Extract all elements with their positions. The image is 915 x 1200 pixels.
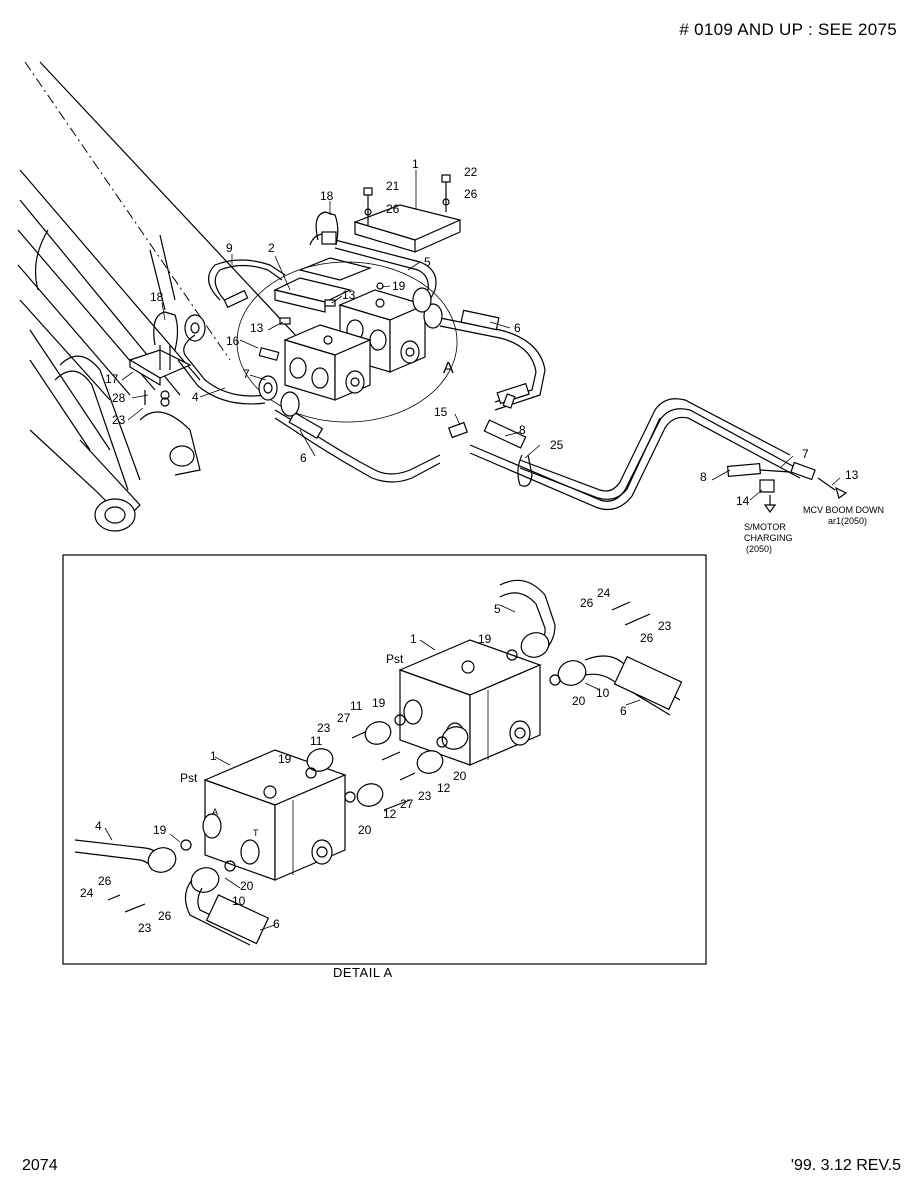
- detail-callout-4: 4: [95, 819, 102, 833]
- ref-mcv-line2: ar1(2050): [828, 516, 867, 526]
- callouts-top: 1 22 26 21 26 18 2 9 5 19 13 13 16 7 6 1…: [105, 157, 884, 554]
- hose-9: [208, 259, 286, 309]
- detail-callout-6: 6: [620, 704, 627, 718]
- detail-a-caption: DETAIL A: [333, 965, 393, 980]
- detail-callout-23b: 23: [317, 721, 331, 735]
- ref-smotor-line3: (2050): [746, 544, 772, 554]
- detail-callout-10: 10: [596, 686, 610, 700]
- detail-callout-5: 5: [494, 602, 501, 616]
- detail-marker-a: A: [443, 360, 454, 377]
- detail-callout-26c: 26: [98, 874, 112, 888]
- detail-callout-1b: 1: [210, 749, 217, 763]
- detail-callout-26b: 26: [640, 631, 654, 645]
- leader-lines-top: [121, 170, 841, 501]
- callout-28: 28: [112, 391, 126, 405]
- detail-callout-20d: 20: [240, 879, 254, 893]
- detail-callout-24b: 24: [80, 886, 94, 900]
- callout-5: 5: [424, 255, 431, 269]
- callout-2: 2: [268, 241, 275, 255]
- callout-13c: 13: [845, 468, 859, 482]
- callout-18b: 18: [150, 290, 164, 304]
- callout-25: 25: [550, 438, 564, 452]
- page-number: 2074: [22, 1157, 58, 1174]
- valve-block-upper-front: [283, 324, 372, 401]
- callout-17: 17: [105, 372, 119, 386]
- detail-callout-26: 26: [580, 596, 594, 610]
- detail-callout-pst-left: Pst: [180, 771, 198, 785]
- detail-a-frame: [62, 554, 707, 965]
- detail-a-drawing: [74, 579, 683, 946]
- detail-callout-24: 24: [597, 586, 611, 600]
- callout-8: 8: [519, 423, 526, 437]
- detail-callout-26d: 26: [158, 909, 172, 923]
- detail-callout-10b: 10: [232, 894, 246, 908]
- callout-22: 22: [464, 165, 478, 179]
- detail-callout-19c: 19: [278, 752, 292, 766]
- callout-7b: 7: [802, 447, 809, 461]
- callout-9: 9: [226, 241, 233, 255]
- detail-callout-23d: 23: [138, 921, 152, 935]
- revision-date: '99. 3.12 REV.5: [790, 1157, 901, 1174]
- callout-15: 15: [434, 405, 448, 419]
- serial-applicability-note: # 0109 AND UP : SEE 2075: [679, 20, 897, 39]
- callouts-detail: 5 1 Pst 19 26 24 23 26 10 20 6 19 27 11 …: [80, 586, 672, 935]
- detail-callout-20c: 20: [358, 823, 372, 837]
- callout-8b: 8: [700, 470, 707, 484]
- callout-13b: 13: [250, 321, 264, 335]
- detail-callout-11: 11: [350, 699, 363, 713]
- detail-callout-12: 12: [437, 781, 451, 795]
- hose-and-pipe-runs: [177, 233, 848, 514]
- detail-callout-27: 27: [337, 711, 351, 725]
- ref-smotor-line2: CHARGING: [744, 533, 793, 543]
- callout-13: 13: [342, 288, 356, 302]
- callout-18: 18: [320, 189, 334, 203]
- ref-smotor-line1: S/MOTOR: [744, 522, 786, 532]
- detail-callout-20: 20: [572, 694, 586, 708]
- upper-brackets: [273, 204, 462, 313]
- detail-callout-23c: 23: [418, 789, 432, 803]
- detail-callout-19d: 19: [153, 823, 167, 837]
- detail-callout-pst-right: Pst: [386, 652, 404, 666]
- leader-lines-detail: [104, 604, 641, 931]
- detail-callout-11b: 11: [310, 734, 323, 748]
- detail-callout-19: 19: [478, 632, 492, 646]
- detail-callout-6b: 6: [273, 917, 280, 931]
- callout-4: 4: [192, 390, 199, 404]
- callout-21: 21: [386, 179, 400, 193]
- callout-19: 19: [392, 279, 406, 293]
- flanges-and-clamps-top: [258, 174, 451, 417]
- left-bracket-assembly: [128, 311, 206, 407]
- callout-6b: 6: [300, 451, 307, 465]
- callout-26: 26: [464, 187, 478, 201]
- detail-callout-19b: 19: [372, 696, 386, 710]
- callout-6: 6: [514, 321, 521, 335]
- callout-16: 16: [226, 334, 240, 348]
- ref-mcv-line1: MCV BOOM DOWN: [803, 505, 884, 515]
- detail-callout-23: 23: [658, 619, 672, 633]
- callout-3: 1: [412, 157, 419, 171]
- detail-callout-1: 1: [410, 632, 417, 646]
- detail-callout-12b: 12: [383, 807, 397, 821]
- detail-callout-20b: 20: [453, 769, 467, 783]
- callout-26b: 26: [386, 202, 400, 216]
- callout-23: 23: [112, 413, 126, 427]
- detail-callout-27b: 27: [400, 797, 414, 811]
- port-label-t: T: [253, 828, 259, 838]
- port-label-a: A: [212, 807, 218, 817]
- callout-7: 7: [243, 367, 250, 381]
- callout-14: 14: [736, 494, 750, 508]
